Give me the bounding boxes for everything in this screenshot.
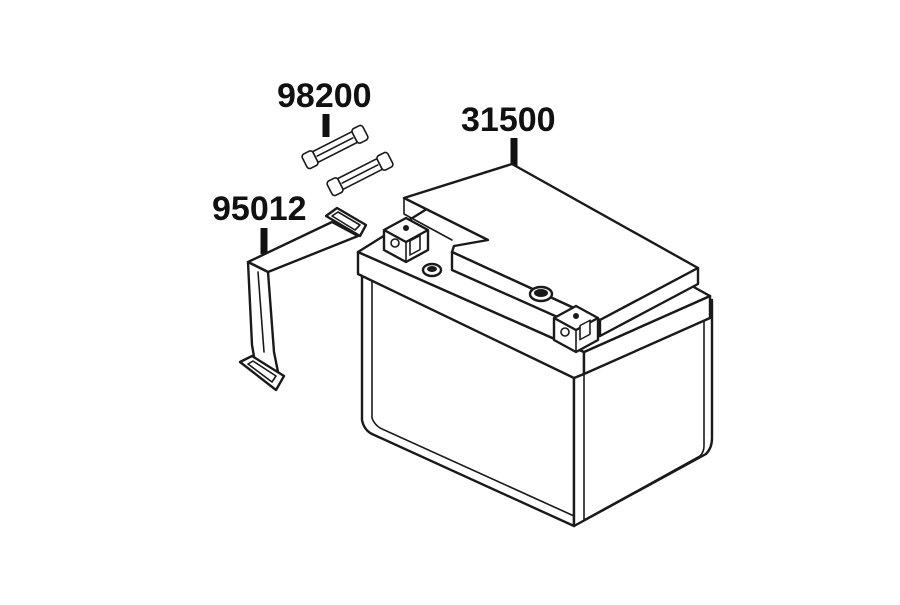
part-label-battery: 31500	[461, 101, 556, 139]
part-label-strap: 95012	[212, 190, 307, 228]
battery-icon	[356, 162, 714, 528]
battery-terminal-right-icon	[552, 304, 600, 354]
part-label-fuse: 98200	[277, 77, 372, 115]
fuse-icon	[301, 124, 394, 197]
battery-terminal-left-icon	[382, 216, 430, 264]
battery-strap-icon	[238, 206, 368, 392]
